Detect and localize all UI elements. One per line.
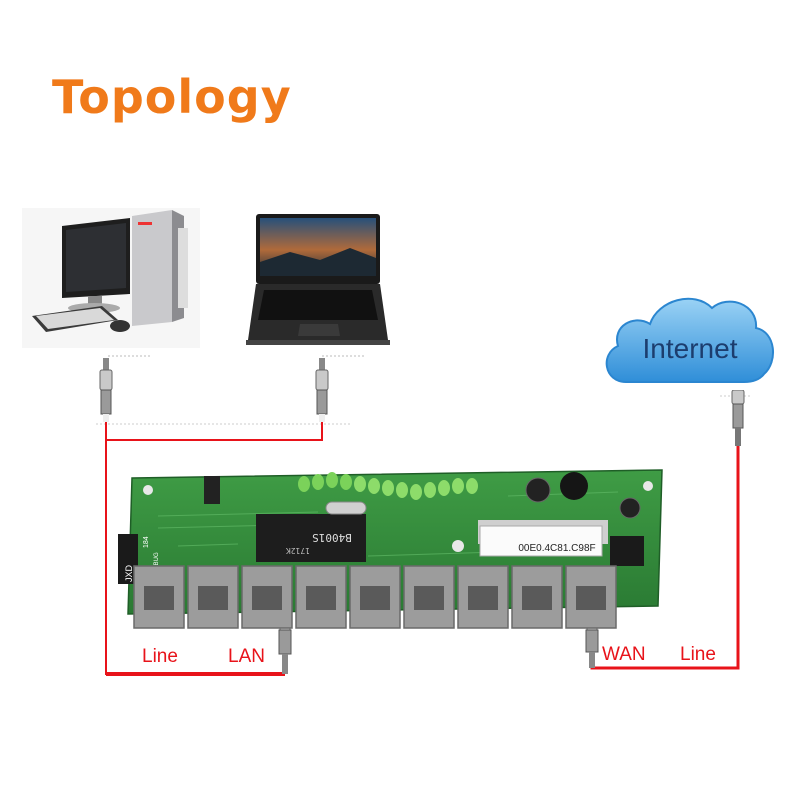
chip-sub-label: 1712K bbox=[286, 546, 310, 555]
mac-address-label: 00E0.4C81.C98F bbox=[518, 543, 596, 554]
desktop-pc-icon bbox=[22, 208, 200, 348]
line-left-label: Line bbox=[142, 646, 178, 667]
brand-label: JXD bbox=[124, 564, 134, 582]
laptop-icon bbox=[240, 208, 392, 350]
cloud-icon: Internet bbox=[598, 282, 778, 394]
wan-label: WAN bbox=[602, 644, 646, 665]
line-right-label: Line bbox=[680, 644, 716, 665]
side-code-label: 184 bbox=[143, 536, 150, 548]
cloud-label: Internet bbox=[643, 333, 738, 364]
rj45-plug-icon bbox=[96, 358, 116, 422]
chip-label: B4001S bbox=[312, 531, 352, 544]
lan-label: LAN bbox=[228, 646, 265, 667]
page-title: Topology bbox=[52, 70, 292, 124]
rj45-plug-icon bbox=[312, 358, 332, 422]
circuit-board-icon: B4001S 1712K JXD 184 OL10BUG bbox=[118, 456, 670, 648]
rj45-plug-icon bbox=[728, 389, 748, 446]
